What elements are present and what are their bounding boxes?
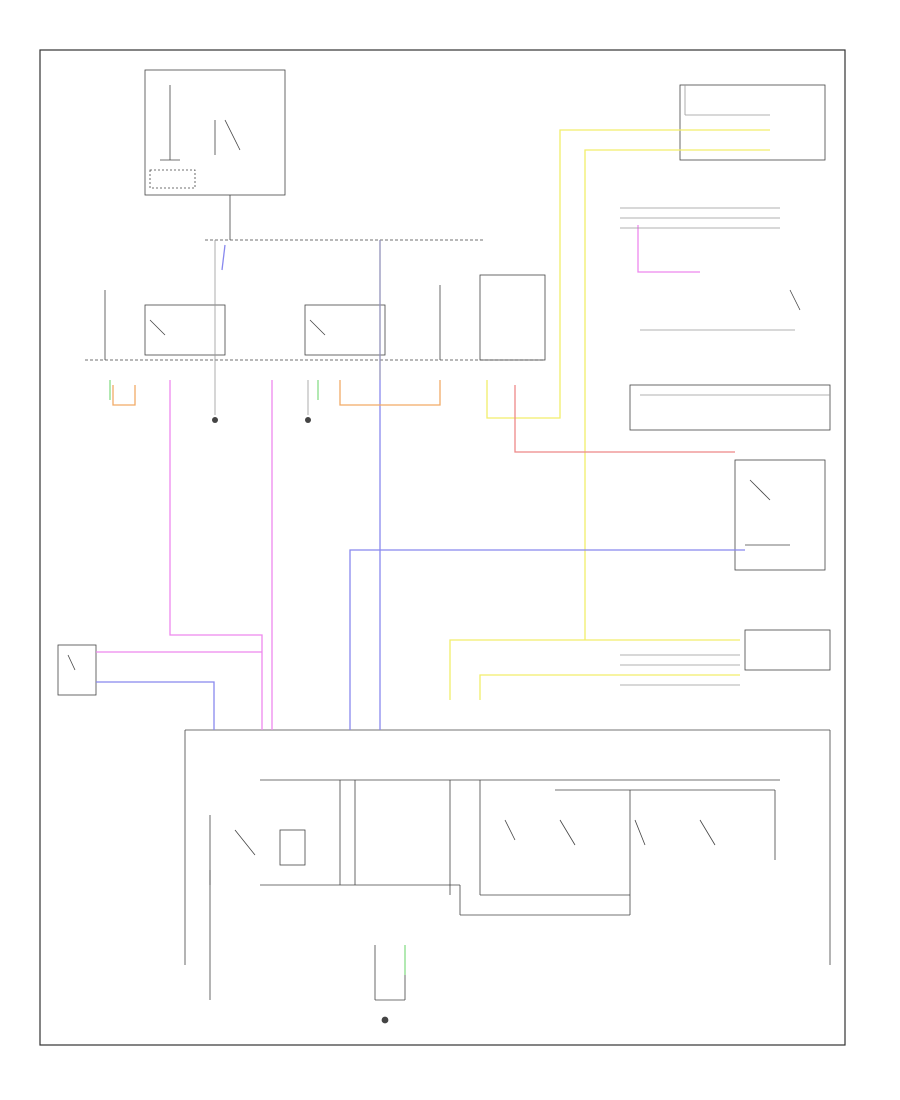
blue-wire (96, 240, 745, 730)
diagram-frame (39, 49, 846, 1046)
right-modules (629, 84, 831, 671)
gray-wires (214, 85, 830, 686)
top-module (144, 69, 286, 240)
relay-fuse-block (85, 239, 546, 361)
red-wire (514, 385, 735, 453)
yellow-wire (449, 129, 770, 700)
green-wire (109, 380, 406, 975)
orange-wire (112, 380, 441, 406)
left-switch (57, 644, 97, 696)
bottom-control-module (184, 729, 831, 1024)
ground-points (212, 417, 311, 423)
pink-wire (96, 225, 700, 730)
